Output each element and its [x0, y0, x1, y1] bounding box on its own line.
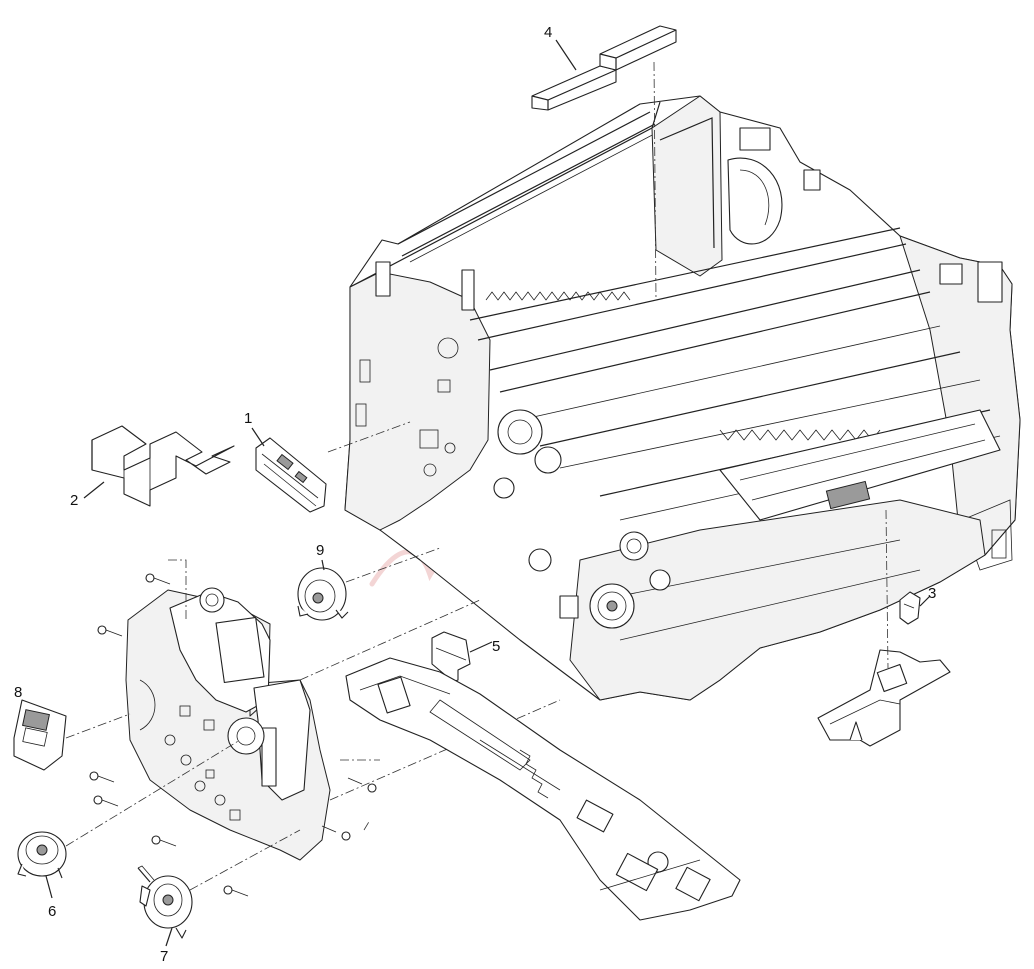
svg-text:7: 7 [160, 948, 168, 965]
printer-main-frame [344, 95, 1021, 701]
svg-text:2: 2 [70, 492, 78, 509]
callout-3: 3 [928, 585, 936, 602]
callout-1: 1 [244, 410, 265, 447]
callout-9: 9 [316, 542, 325, 571]
drive-side-plate-assembly [89, 559, 561, 897]
callout-2: 2 [70, 481, 105, 509]
callouts: 1 2 3 4 5 6 7 8 9 [14, 24, 936, 965]
callout-8: 8 [14, 684, 22, 701]
paper-feed-guide [345, 657, 741, 921]
callout-4: 4 [544, 24, 577, 71]
gear-cluster [493, 409, 671, 629]
callout-6: 6 [45, 875, 56, 920]
part-7-solenoid-clutch [137, 829, 301, 939]
part-8-pcb [13, 699, 131, 771]
svg-text:4: 4 [544, 24, 552, 41]
part-4-foam-pads [531, 25, 677, 301]
screws [89, 573, 377, 897]
part-9-clutch [297, 547, 441, 621]
part-5-bracket [431, 631, 493, 685]
svg-text:1: 1 [244, 410, 252, 427]
svg-text:9: 9 [316, 542, 324, 559]
part-3-sensor [899, 591, 931, 625]
part-2-flat-cable [91, 425, 235, 507]
svg-text:8: 8 [14, 684, 22, 701]
svg-text:5: 5 [492, 638, 500, 655]
part-6-clutch [17, 739, 241, 879]
svg-text:3: 3 [928, 585, 936, 602]
svg-text:6: 6 [48, 903, 56, 920]
registration-guide-assembly [817, 509, 951, 747]
part-1-sensor-board [255, 421, 411, 513]
callout-7: 7 [160, 927, 173, 965]
callout-5: 5 [492, 638, 500, 655]
